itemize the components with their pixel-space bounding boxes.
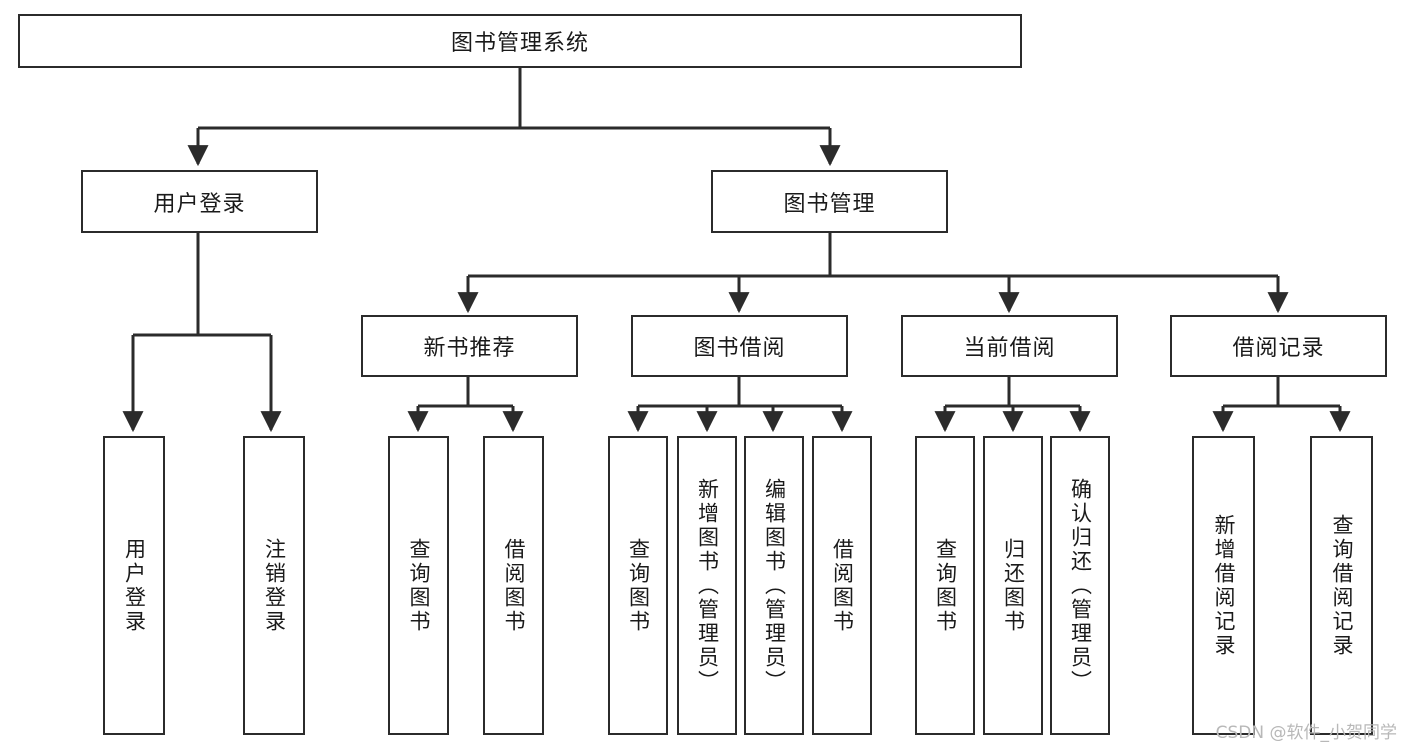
leaf-current-query-book[interactable]: 查询图书 — [915, 436, 975, 735]
leaf-current-confirm-return-admin-label: 确认归还（管理员） — [1068, 477, 1093, 694]
leaf-record-query-record-label: 查询借阅记录 — [1330, 513, 1354, 658]
node-user-login-label: 用户登录 — [153, 191, 246, 217]
node-borrow-record-label: 借阅记录 — [1232, 336, 1325, 361]
leaf-current-confirm-return-admin[interactable]: 确认归还（管理员） — [1050, 436, 1110, 735]
leaf-current-return-book[interactable]: 归还图书 — [983, 436, 1043, 735]
leaf-user-login-logout[interactable]: 注销登录 — [243, 436, 305, 735]
node-book-management-label: 图书管理 — [783, 191, 876, 217]
node-root-book-management-system[interactable]: 图书管理系统 — [18, 14, 1022, 68]
leaf-borrow-edit-book-admin-label: 编辑图书（管理员） — [762, 477, 787, 694]
leaf-user-login-login[interactable]: 用户登录 — [103, 436, 165, 735]
leaf-record-query-record[interactable]: 查询借阅记录 — [1310, 436, 1373, 735]
leaf-record-add-record-label: 新增借阅记录 — [1212, 513, 1236, 658]
leaf-current-query-book-label: 查询图书 — [933, 537, 958, 634]
leaf-recommend-query-book-label: 查询图书 — [407, 537, 431, 634]
node-book-borrow-label: 图书借阅 — [693, 336, 786, 361]
leaf-borrow-add-book-admin-label: 新增图书（管理员） — [695, 477, 720, 694]
csdn-watermark: CSDN @软件_小贺同学 — [1215, 723, 1397, 743]
node-current-borrow-label: 当前借阅 — [963, 336, 1056, 361]
leaf-current-return-book-label: 归还图书 — [1001, 537, 1026, 634]
node-new-book-recommend[interactable]: 新书推荐 — [361, 315, 578, 377]
leaf-user-login-logout-label: 注销登录 — [262, 537, 287, 634]
leaf-recommend-borrow-book[interactable]: 借阅图书 — [483, 436, 544, 735]
node-root-label: 图书管理系统 — [450, 31, 589, 56]
node-borrow-record[interactable]: 借阅记录 — [1170, 315, 1387, 377]
node-user-login[interactable]: 用户登录 — [81, 170, 318, 233]
node-new-book-recommend-label: 新书推荐 — [423, 336, 516, 361]
leaf-recommend-query-book[interactable]: 查询图书 — [388, 436, 449, 735]
node-current-borrow[interactable]: 当前借阅 — [901, 315, 1118, 377]
leaf-borrow-query-book-label: 查询图书 — [626, 537, 651, 634]
leaf-borrow-add-book-admin[interactable]: 新增图书（管理员） — [677, 436, 737, 735]
node-book-borrow[interactable]: 图书借阅 — [631, 315, 848, 377]
leaf-user-login-login-label: 用户登录 — [122, 537, 147, 634]
leaf-record-add-record[interactable]: 新增借阅记录 — [1192, 436, 1255, 735]
leaf-borrow-query-book[interactable]: 查询图书 — [608, 436, 668, 735]
leaf-borrow-borrow-book[interactable]: 借阅图书 — [812, 436, 872, 735]
leaf-borrow-borrow-book-label: 借阅图书 — [830, 537, 855, 634]
node-book-management[interactable]: 图书管理 — [711, 170, 948, 233]
leaf-borrow-edit-book-admin[interactable]: 编辑图书（管理员） — [744, 436, 804, 735]
leaf-recommend-borrow-book-label: 借阅图书 — [502, 537, 526, 634]
